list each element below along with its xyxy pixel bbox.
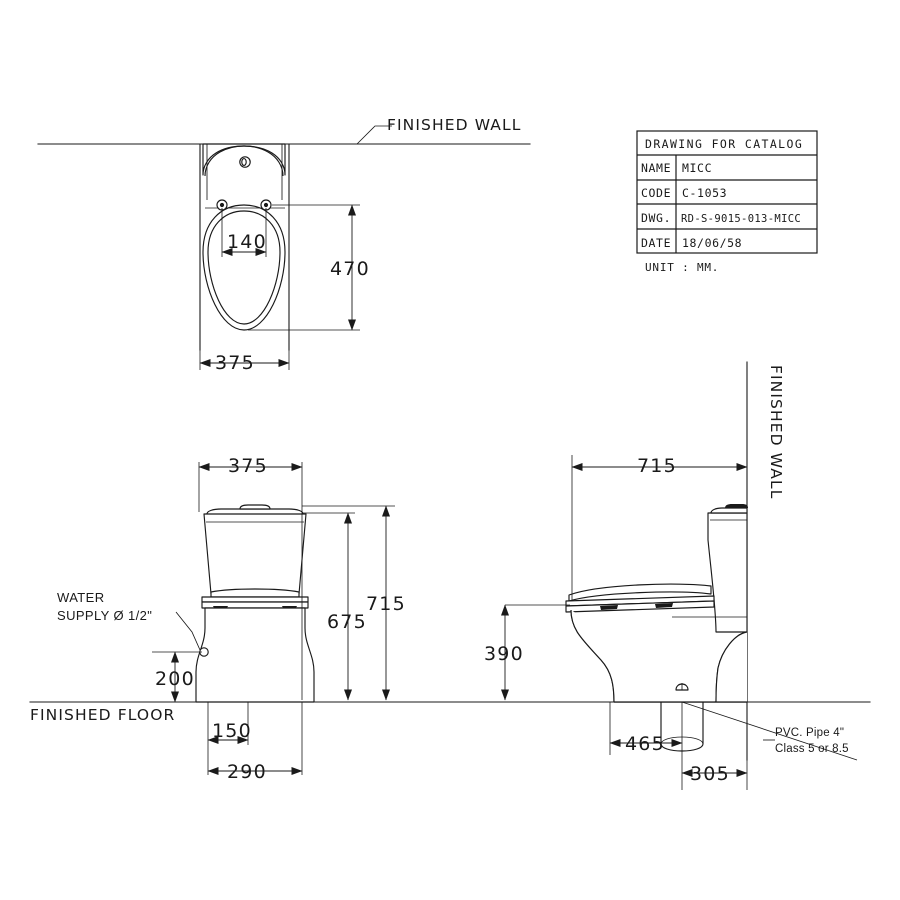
unit-note: UNIT : MM. [645, 261, 719, 274]
front-tank [203, 504, 307, 595]
plan-seat-inner [207, 210, 281, 325]
title-block-value-name: MICC [682, 161, 712, 175]
water-supply-label-line1: WATER [57, 590, 105, 605]
title-block-frame [636, 130, 818, 254]
plan-dim140-text: 140 [227, 231, 267, 253]
plan-flush-button-inner [241, 158, 247, 166]
front-pedestal [195, 607, 315, 703]
title-block-value-date: 18/06/58 [682, 236, 742, 250]
side-tank-top-edge [710, 507, 748, 514]
plan-seat-bolts [216, 199, 272, 211]
front-seat-ring [201, 596, 309, 603]
side-seat-assembly [565, 583, 715, 613]
front-dim-375: 375 [198, 455, 303, 700]
front-dim375-text: 375 [228, 455, 268, 477]
pvc-pipe-label-line2: Class 5 or 8.5 [775, 743, 849, 755]
side-seat-bumper-front [600, 605, 618, 610]
front-dim-675: 675 [302, 512, 367, 701]
side-pedestal-front-curve [570, 609, 615, 703]
front-pedestal-body [195, 607, 315, 703]
plan-view: FINISHED WALL [37, 116, 531, 374]
side-dim-305: 305 [681, 702, 748, 790]
pvc-pipe-leader [681, 701, 858, 761]
side-dim390-text: 390 [484, 643, 524, 665]
side-pedestal-rear-curve [715, 631, 748, 703]
plan-dim-140: 140 [221, 208, 267, 257]
water-supply-leader [175, 611, 201, 651]
front-flush-button [239, 504, 271, 510]
finished-wall-top-label: FINISHED WALL [387, 116, 521, 134]
plan-dim-375: 375 [199, 330, 290, 374]
front-dim-150: 150 [207, 702, 252, 775]
side-flush-button [725, 504, 748, 508]
front-dim290-text: 290 [227, 761, 267, 783]
title-block-header: DRAWING FOR CATALOG [645, 137, 803, 151]
front-water-supply: WATER SUPPLY Ø 1/2" [57, 590, 209, 657]
side-dim305-text: 305 [690, 763, 730, 785]
finished-wall-leader-top [356, 125, 392, 145]
plan-dim375-text: 375 [215, 352, 255, 374]
plan-dim-470: 470 [248, 204, 370, 331]
title-block-key-code: CODE [641, 186, 671, 200]
plan-seat-outline [202, 204, 286, 331]
front-dim-290: 290 [207, 702, 303, 783]
side-elevation-view: FINISHED WALL [484, 361, 858, 790]
front-elevation-view: FINISHED FLOOR WATER SUPPLY Ø 1/2" [29, 455, 871, 783]
front-dim200-text: 200 [155, 668, 195, 690]
title-block-value-dwg: RD-S-9015-013-MICC [681, 213, 801, 225]
plan-seat-bolt-left-center [219, 202, 225, 208]
finished-floor-label: FINISHED FLOOR [30, 706, 175, 724]
side-dim-390: 390 [484, 604, 570, 701]
front-seat-assembly [201, 588, 309, 610]
front-dim-200: 200 [152, 651, 202, 703]
title-block: DRAWING FOR CATALOG NAME MICC CODE C-105… [636, 130, 818, 274]
pvc-pipe-label-line1: PVC. Pipe 4" [775, 727, 844, 739]
plan-seat [202, 204, 286, 331]
plan-tank-lid-edge [204, 145, 284, 177]
front-dim715-text: 715 [366, 593, 406, 615]
front-dim675-text: 675 [327, 611, 367, 633]
side-dim-465: 465 [609, 702, 683, 790]
side-dim465-text: 465 [625, 733, 665, 755]
title-block-key-name: NAME [641, 161, 671, 175]
side-tank-body [707, 512, 748, 633]
plan-tank [202, 143, 286, 177]
plan-seat-bolt-right-center [263, 202, 269, 208]
front-tank-body [203, 513, 307, 595]
side-dim-715: 715 [571, 455, 748, 600]
title-block-key-date: DATE [641, 236, 671, 250]
side-tank [707, 504, 748, 633]
front-dim-715: 715 [302, 505, 406, 701]
water-supply-label-line2: SUPPLY Ø 1/2" [57, 608, 152, 623]
side-seat-lid [568, 583, 712, 602]
finished-wall-side-label: FINISHED WALL [767, 365, 785, 499]
front-seat-lid [210, 588, 300, 598]
front-tank-top-edge [206, 508, 304, 515]
plan-dim470-text: 470 [330, 258, 370, 280]
plan-flush-button [239, 156, 251, 168]
side-dim715-text: 715 [637, 455, 677, 477]
title-block-key-dwg: DWG. [641, 211, 671, 225]
title-block-value-code: C-1053 [682, 186, 727, 200]
side-pedestal-fill [571, 610, 747, 702]
plan-tank-outline [202, 143, 286, 176]
side-seat-bumper-rear [655, 603, 673, 608]
front-dim150-text: 150 [212, 720, 252, 742]
